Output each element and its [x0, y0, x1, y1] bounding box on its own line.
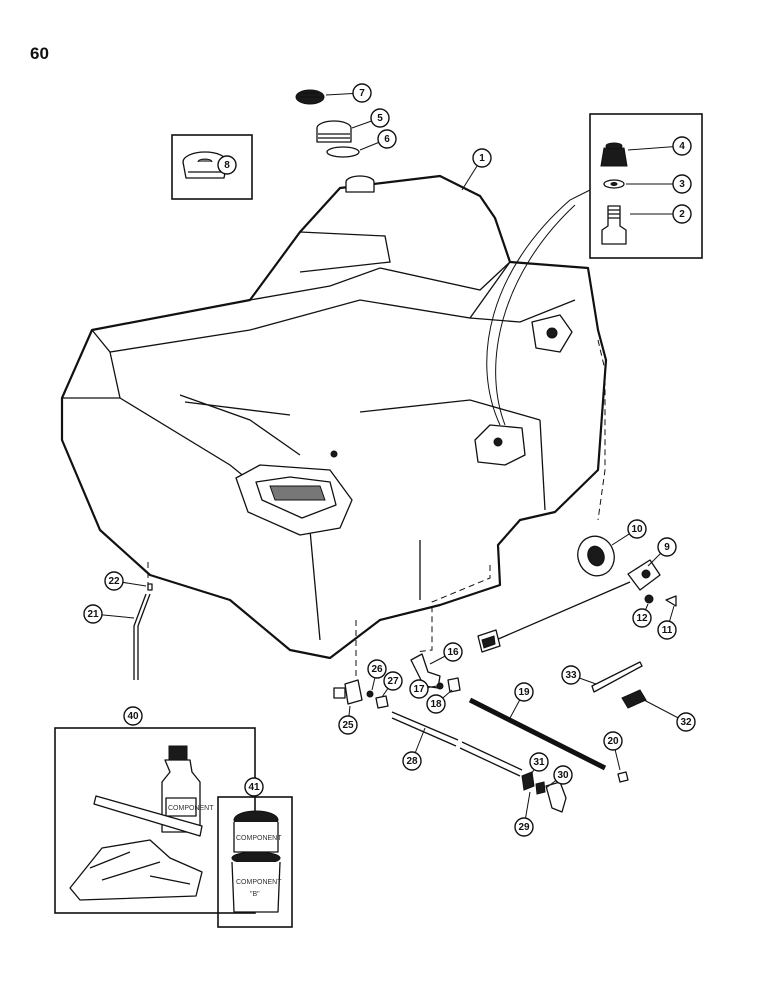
can-label-bottom: COMPONENT: [236, 879, 282, 886]
callout-5: 5: [351, 108, 390, 129]
callout-26: 26: [367, 659, 387, 691]
callout-label-17: 17: [413, 684, 425, 695]
callout-10: 10: [611, 519, 647, 546]
filler-neck-gasket: [326, 146, 360, 158]
callout-label-7: 7: [359, 88, 365, 99]
page-number: 60: [30, 44, 49, 63]
filler-cap: [295, 89, 325, 105]
callout-4: 4: [627, 136, 692, 156]
drain-plug-assembly: [600, 142, 628, 245]
callout-label-21: 21: [87, 609, 99, 620]
callout-label-30: 30: [557, 770, 569, 781]
inset-box-drain: [589, 113, 703, 259]
filler-kit-box: [217, 796, 293, 928]
callout-32: 32: [643, 699, 696, 732]
callout-label-3: 3: [679, 179, 685, 190]
repair-kit: COMPONENT: [69, 745, 214, 901]
callout-19: 19: [509, 682, 534, 719]
callout-29: 29: [514, 791, 534, 837]
callout-label-20: 20: [607, 736, 619, 747]
callout-label-33: 33: [565, 670, 577, 681]
fuel-gauge-sending-unit: [477, 535, 677, 653]
callout-label-4: 4: [679, 141, 685, 152]
callout-16: 16: [429, 642, 463, 665]
callout-9: 9: [647, 537, 677, 567]
callout-label-8: 8: [224, 160, 230, 171]
callout-31: 31: [529, 752, 549, 777]
callout-41: 41: [244, 777, 264, 797]
filler-neck-adapter: [316, 120, 352, 143]
filler-cap-vented: [182, 151, 228, 179]
callout-label-1: 1: [479, 153, 485, 164]
callout-6: 6: [359, 129, 397, 151]
callout-label-6: 6: [384, 134, 390, 145]
callout-20: 20: [603, 731, 623, 771]
callout-label-28: 28: [406, 756, 418, 767]
filler-can: COMPONENT COMPONENT "B": [231, 810, 282, 913]
callout-label-16: 16: [447, 647, 459, 658]
callout-7: 7: [325, 83, 372, 103]
callout-label-27: 27: [387, 676, 399, 687]
callout-11: 11: [657, 605, 677, 640]
bottle-label: COMPONENT: [168, 805, 214, 812]
callout-group: 1234567891011121617181920212225262728293…: [83, 83, 696, 837]
callout-2: 2: [630, 204, 692, 224]
callout-label-32: 32: [680, 717, 692, 728]
callout-21: 21: [83, 604, 135, 624]
callout-label-2: 2: [679, 209, 685, 220]
callout-33: 33: [561, 665, 597, 685]
callout-22: 22: [104, 571, 147, 591]
callout-label-29: 29: [518, 822, 530, 833]
callout-28: 28: [402, 727, 426, 771]
callout-label-26: 26: [371, 664, 383, 675]
callout-label-11: 11: [662, 625, 673, 636]
callout-label-19: 19: [518, 687, 530, 698]
fuel-fittings: [133, 583, 647, 813]
callout-40: 40: [123, 706, 143, 726]
fuel-tank: [60, 174, 608, 660]
callout-label-31: 31: [533, 757, 545, 768]
callout-label-18: 18: [430, 699, 442, 710]
callout-label-41: 41: [248, 782, 260, 793]
callout-8: 8: [217, 155, 237, 175]
callout-label-9: 9: [664, 542, 670, 553]
can-label-letter: "B": [250, 891, 260, 898]
callout-3: 3: [626, 174, 692, 194]
callout-12: 12: [632, 603, 652, 628]
callout-27: 27: [381, 671, 403, 698]
callout-label-5: 5: [377, 113, 383, 124]
callout-30: 30: [545, 765, 573, 789]
callout-label-40: 40: [127, 711, 139, 722]
inset-box-cap: [171, 134, 253, 200]
callout-18: 18: [426, 689, 453, 714]
callout-label-12: 12: [636, 613, 648, 624]
callout-25: 25: [338, 705, 358, 735]
callout-17: 17: [409, 679, 438, 699]
callout-label-25: 25: [342, 720, 354, 731]
callout-1: 1: [461, 148, 492, 191]
callout-label-10: 10: [631, 524, 643, 535]
can-label-top: COMPONENT: [236, 835, 282, 842]
callout-label-22: 22: [108, 576, 120, 587]
